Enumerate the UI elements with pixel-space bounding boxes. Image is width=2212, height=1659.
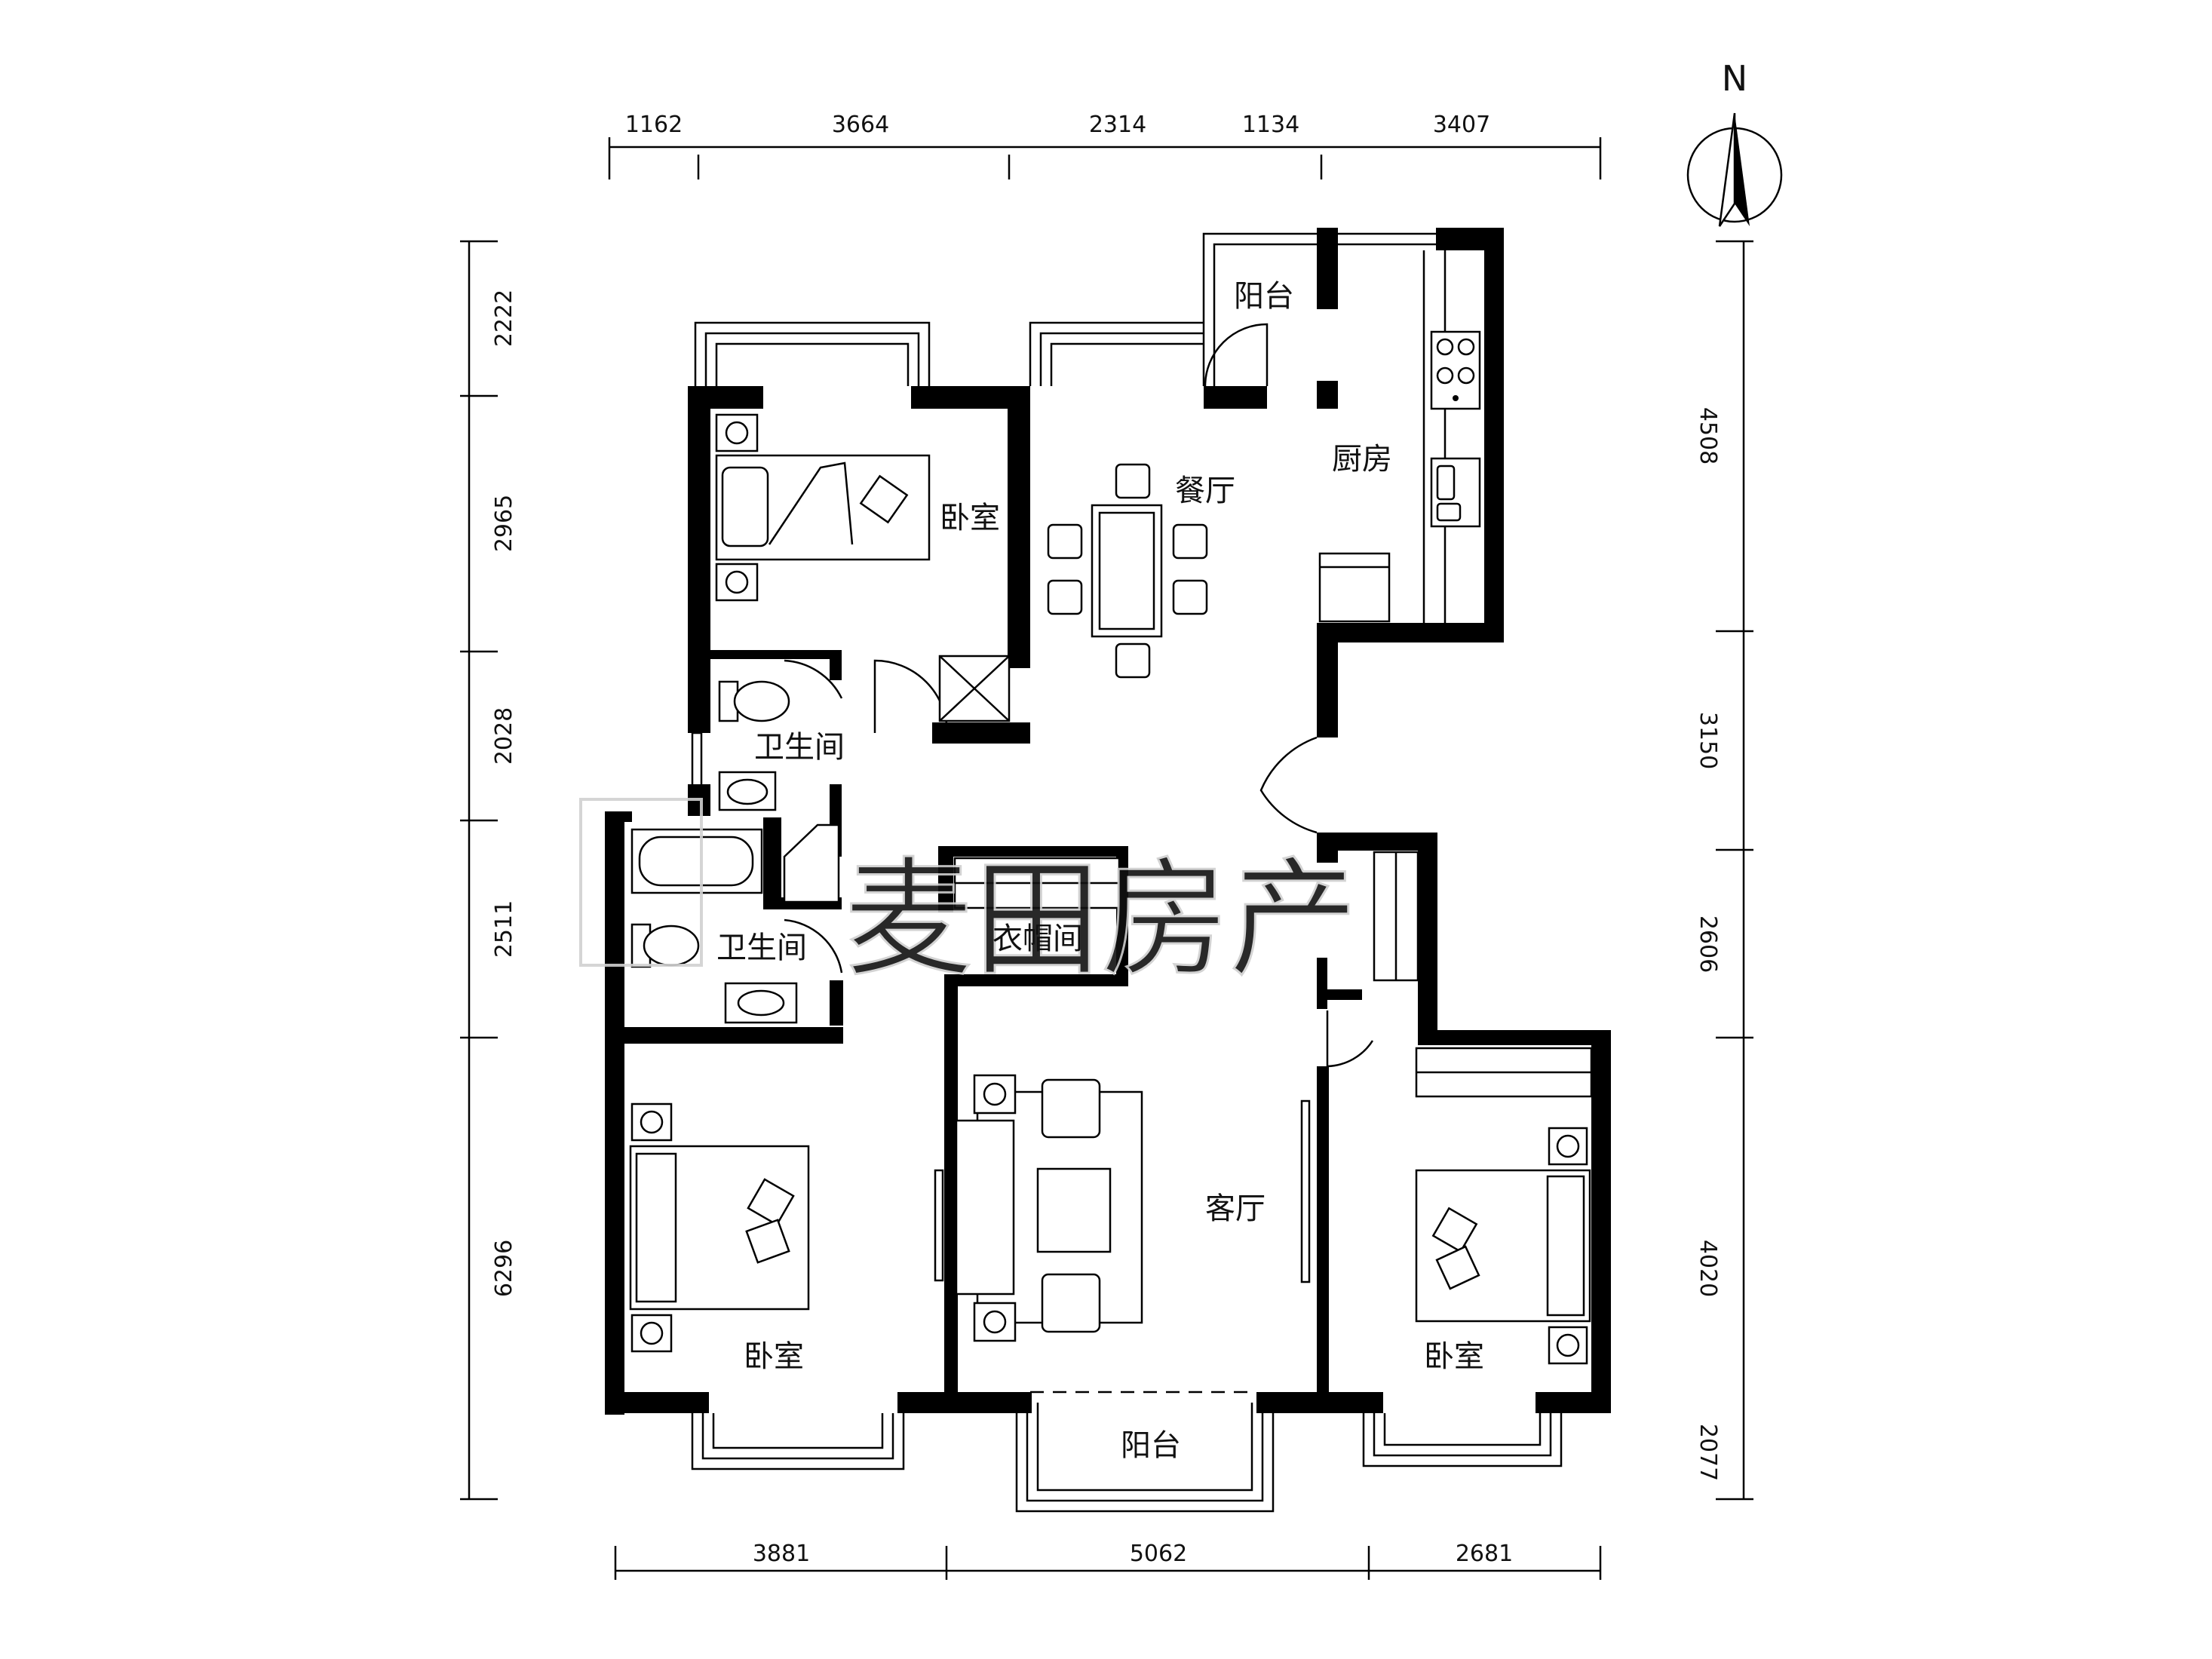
dim-right-5: 2077 (1695, 1424, 1721, 1481)
dim-top-5: 3407 (1433, 112, 1490, 138)
dining-table-icon (1047, 463, 1208, 679)
dim-right-1: 4508 (1695, 407, 1721, 465)
label-bedroom-north: 卧室 (940, 501, 1000, 535)
label-bedroom-se: 卧室 (1424, 1339, 1484, 1374)
wardrobe-icon-se (1415, 1047, 1593, 1098)
dimension-right (1716, 240, 1753, 1501)
dimension-left (460, 240, 498, 1501)
dimension-top (608, 137, 1602, 179)
dim-bottom-2: 5062 (1130, 1541, 1187, 1567)
dim-right-3: 2606 (1695, 915, 1721, 973)
watermark-text: 麦田房产 (845, 845, 1358, 995)
label-balcony-south: 阳台 (1121, 1428, 1181, 1463)
dim-right-4: 4020 (1695, 1240, 1721, 1297)
wardrobe-icon-east (1373, 851, 1419, 982)
bed-icon-north (715, 413, 931, 602)
dim-left-5: 6296 (491, 1240, 517, 1297)
watermark-logo: 麦田房产 (579, 798, 1359, 996)
walls (605, 228, 1611, 1415)
stove-icon (1430, 330, 1481, 410)
toilet-icon-lower (630, 923, 700, 968)
north-label: N (1722, 58, 1747, 99)
label-dining: 餐厅 (1175, 474, 1235, 508)
partitions (691, 250, 1447, 1394)
dim-left-4: 2511 (491, 900, 517, 958)
dimension-bottom (614, 1546, 1602, 1580)
shower-icon-upper (938, 655, 1011, 722)
dim-top-2: 3664 (832, 112, 889, 138)
balcony-railings (691, 232, 1563, 1513)
corner-shower-icon (783, 823, 840, 903)
dim-top-4: 1134 (1242, 112, 1299, 138)
label-bath-upper: 卫生间 (754, 730, 845, 765)
dim-left-3: 2028 (491, 707, 517, 765)
washbasin-icon-upper (718, 771, 777, 811)
dim-left-1: 2222 (491, 290, 517, 347)
toilet-icon-upper (718, 680, 790, 722)
wardrobe-icon-cloakroom (953, 857, 1121, 909)
label-bath-lower: 卫生间 (716, 931, 807, 965)
bed-icon-sw (629, 1102, 810, 1353)
north-compass: N (1686, 58, 1783, 227)
dim-bottom-3: 2681 (1456, 1541, 1513, 1567)
dim-top-3: 2314 (1089, 112, 1146, 138)
label-cloakroom: 衣帽间 (992, 921, 1083, 956)
dim-left-2: 2965 (491, 495, 517, 552)
label-bedroom-sw: 卧室 (744, 1339, 804, 1374)
bed-icon-se (1415, 1127, 1591, 1365)
fridge-icon (1318, 552, 1391, 623)
label-kitchen: 厨房 (1332, 442, 1392, 477)
label-living: 客厅 (1205, 1191, 1266, 1226)
washbasin-icon-lower (724, 982, 798, 1024)
bathtub-icon (630, 828, 763, 894)
sofa-set-icon (955, 1074, 1143, 1342)
sink-icon (1430, 457, 1481, 528)
dim-right-2: 3150 (1695, 712, 1721, 769)
dim-bottom-1: 3881 (753, 1541, 810, 1567)
label-balcony-north: 阳台 (1234, 279, 1294, 314)
dim-top-1: 1162 (625, 112, 683, 138)
